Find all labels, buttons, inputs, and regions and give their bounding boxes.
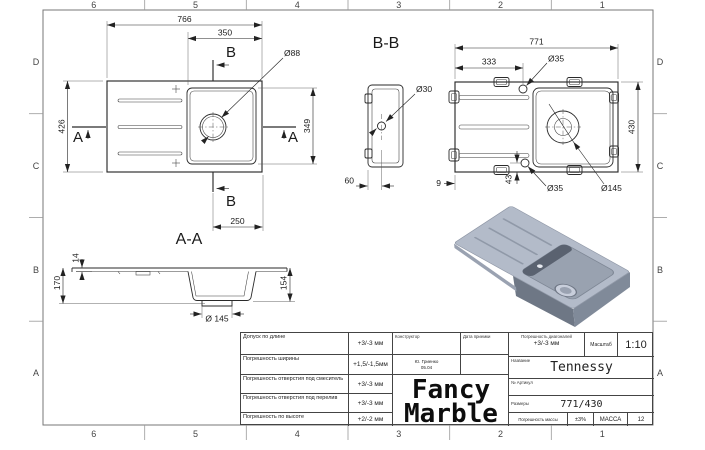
dim-426: 426 bbox=[57, 119, 67, 133]
dim-14: 14 bbox=[71, 253, 81, 263]
tolerance-label-width: Погрешность ширины bbox=[241, 355, 349, 375]
mass-label-cell: МАССА bbox=[594, 413, 628, 426]
size-cell: Размеры 771/430 bbox=[509, 396, 654, 413]
section-aa: A-A 14 170 154 Ø 145 bbox=[52, 231, 295, 324]
dim-mount-hole-top: Ø35 bbox=[548, 54, 564, 64]
tolerance-label-height: Погрешность по высоте bbox=[241, 413, 349, 426]
zone-col-top-4: 4 bbox=[295, 0, 300, 10]
zone-col-top-6: 6 bbox=[91, 0, 96, 10]
zone-row-left-d: D bbox=[33, 57, 40, 67]
tolerance-value-height: +2/-2 мм bbox=[349, 413, 393, 426]
dim-349: 349 bbox=[302, 119, 312, 133]
dim-170: 170 bbox=[52, 276, 62, 290]
constructor-signature-cell: Ю. Гриенко 05.04 bbox=[393, 355, 461, 375]
zone-col-bottom-6: 6 bbox=[91, 429, 96, 439]
product-name-value: Tennessy bbox=[550, 360, 613, 375]
constructor-header-cell: Конструктор bbox=[393, 333, 461, 355]
dim-drain-boss: Ø145 bbox=[601, 183, 622, 193]
section-b-label-top: B bbox=[226, 44, 236, 61]
dim-430: 430 bbox=[627, 120, 637, 134]
mount-hole-top bbox=[518, 84, 528, 94]
zone-col-bottom-3: 3 bbox=[396, 429, 401, 439]
mass-value-cell: 12 bbox=[637, 416, 645, 423]
article-cell: № Артикул bbox=[509, 379, 654, 396]
render-bowl-wall bbox=[522, 244, 572, 276]
zone-col-top-1: 1 bbox=[600, 0, 605, 10]
dim-overflow-diameter: Ø30 bbox=[416, 84, 432, 94]
zone-row-right-c: C bbox=[657, 161, 664, 171]
zone-row-right-d: D bbox=[657, 57, 664, 67]
zone-col-top-2: 2 bbox=[498, 0, 503, 10]
tolerance-label-mixer-hole: Погрешность отверстия под смеситель bbox=[241, 375, 349, 394]
zone-col-bottom-5: 5 bbox=[193, 429, 198, 439]
mount-cross-marks bbox=[172, 85, 180, 167]
tolerance-value-mixer-hole: +3/-3 мм bbox=[349, 375, 393, 394]
logo-cell bbox=[393, 375, 509, 426]
zone-col-top-3: 3 bbox=[396, 0, 401, 10]
zone-row-left-a: A bbox=[33, 368, 39, 378]
zone-row-left-b: B bbox=[33, 265, 39, 275]
dim-766: 766 bbox=[177, 14, 191, 24]
scale-label-cell: Масштаб bbox=[585, 333, 618, 357]
zone-row-right-b: B bbox=[657, 265, 663, 275]
zone-row-right-a: A bbox=[657, 368, 663, 378]
zone-row-left-c: C bbox=[33, 161, 40, 171]
render-basin-left-face bbox=[513, 276, 575, 327]
dim-43: 43 bbox=[504, 175, 514, 185]
section-aa-title: A-A bbox=[176, 231, 203, 248]
section-bb: B-B Ø30 60 bbox=[345, 35, 432, 190]
dim-771: 771 bbox=[529, 37, 543, 47]
dim-drain-diameter: Ø88 bbox=[284, 48, 300, 58]
dim-250: 250 bbox=[230, 216, 244, 226]
acceptance-header-cell: Дата приемки bbox=[461, 333, 509, 355]
brand-logo: Fancy Marble bbox=[391, 375, 511, 429]
dim-154: 154 bbox=[279, 276, 289, 290]
render-overflow bbox=[536, 264, 543, 268]
zone-col-bottom-2: 2 bbox=[498, 429, 503, 439]
dim-9: 9 bbox=[436, 178, 441, 188]
tolerance-value-width: +1,5/-1,5мм bbox=[349, 355, 393, 375]
top-view: B B A A 766 350 426 349 250 Ø bbox=[57, 14, 317, 231]
zone-col-top-5: 5 bbox=[193, 0, 198, 10]
acceptance-empty-cell bbox=[461, 355, 509, 375]
scale-value-cell: 1:10 bbox=[618, 333, 654, 357]
brand-logo-line1: Fancy bbox=[411, 375, 491, 405]
dim-60: 60 bbox=[345, 176, 355, 186]
tolerance-label-overflow-hole: Погрешность отверстия под перелив bbox=[241, 394, 349, 413]
tolerance-value-overflow-hole: +3/-3 мм bbox=[349, 394, 393, 413]
zone-col-bottom-4: 4 bbox=[295, 429, 300, 439]
render-slab-edge bbox=[454, 243, 517, 292]
zone-col-bottom-1: 1 bbox=[600, 429, 605, 439]
dim-mount-hole-bottom: Ø35 bbox=[547, 183, 563, 193]
brand-logo-line2: Marble bbox=[404, 398, 498, 429]
bottom-view: 771 333 Ø35 430 43 Ø35 Ø145 9 bbox=[436, 37, 643, 193]
mass-tolerance-value-cell: ±3% bbox=[568, 413, 594, 426]
constructor-name: Ю. Гриенко bbox=[414, 358, 439, 364]
render-basin-right-face bbox=[573, 272, 630, 327]
section-b-label-bottom: B bbox=[226, 193, 236, 210]
title-block: Допуск по длине +3/-3 мм Погрешность шир… bbox=[240, 332, 654, 429]
mass-tolerance-label-cell: Погрешность массы bbox=[509, 413, 568, 426]
render-slab-top bbox=[454, 206, 630, 309]
dim-333: 333 bbox=[482, 57, 496, 67]
product-name-cell: Название Tennessy bbox=[509, 357, 654, 379]
tolerance-value-length: +3/-3 мм bbox=[349, 333, 393, 355]
section-bb-title: B-B bbox=[373, 35, 400, 52]
size-value: 771/430 bbox=[560, 398, 603, 410]
mounting-clips bbox=[448, 77, 619, 175]
dim-350: 350 bbox=[218, 28, 232, 38]
mount-hole-bottom bbox=[520, 158, 530, 168]
dim-drain-boss-aa: Ø 145 bbox=[205, 314, 228, 324]
product-3d-render bbox=[454, 206, 630, 327]
diagonals-tolerance-cell: Погрешность диагоналей +3/-3 мм bbox=[509, 333, 585, 357]
section-a-label-right: A bbox=[288, 129, 298, 146]
diagonals-tolerance-value: +3/-3 мм bbox=[533, 340, 560, 348]
tolerance-label-length: Допуск по длине bbox=[241, 333, 349, 355]
constructor-date: 05.04 bbox=[420, 364, 433, 370]
section-a-label-left: A bbox=[73, 129, 83, 146]
